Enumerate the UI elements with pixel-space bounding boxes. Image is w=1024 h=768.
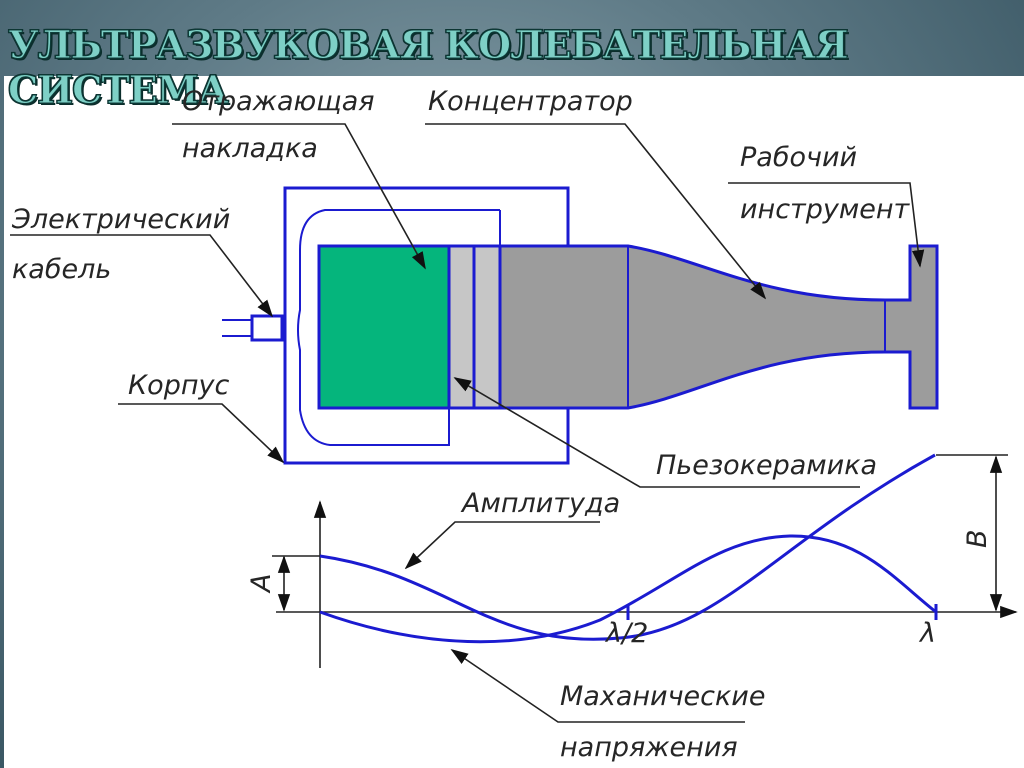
amplitude-curve xyxy=(319,453,936,641)
piezo-ring-1 xyxy=(447,244,476,410)
label-concentrator: Концентратор xyxy=(428,86,633,117)
cable-connector xyxy=(250,314,284,342)
label-tool-1: Рабочий xyxy=(740,142,857,173)
label-lambda: λ xyxy=(918,618,936,649)
label-half-lambda: λ/2 xyxy=(604,618,648,649)
leader-reflective xyxy=(172,123,426,270)
housing-inner-contour xyxy=(297,209,500,446)
piezo-ring-2 xyxy=(472,244,502,410)
label-stress-2: напряжения xyxy=(560,732,738,763)
label-stress-1: Маханические xyxy=(560,681,765,712)
leader-tool xyxy=(728,182,925,268)
stress-curve xyxy=(319,534,937,644)
label-housing: Корпус xyxy=(128,370,229,401)
leader-stress xyxy=(450,649,745,723)
label-piezo: Пьезокерамика xyxy=(656,450,877,481)
leader-piezo xyxy=(453,377,860,488)
label-reflective-2: накладка xyxy=(182,133,318,164)
leader-concentrator xyxy=(425,123,767,300)
label-cable-2: кабель xyxy=(12,254,111,285)
label-B: B xyxy=(962,529,993,548)
leader-housing xyxy=(118,403,285,464)
diagram-canvas xyxy=(4,76,1024,768)
horn-body xyxy=(498,244,939,410)
label-reflective-1: Отражающая xyxy=(182,86,374,117)
leader-cable xyxy=(10,234,274,318)
label-amplitude: Амплитуда xyxy=(460,488,620,519)
label-tool-2: инструмент xyxy=(740,194,911,225)
reflective-plate xyxy=(317,244,451,410)
slide-title: УЛЬТРАЗВУКОВАЯ КОЛЕБАТЕЛЬНАЯ СИСТЕМА xyxy=(8,22,850,113)
label-A: A xyxy=(246,574,277,594)
label-cable-1: Электрический xyxy=(11,204,230,235)
leader-amplitude xyxy=(404,521,600,570)
